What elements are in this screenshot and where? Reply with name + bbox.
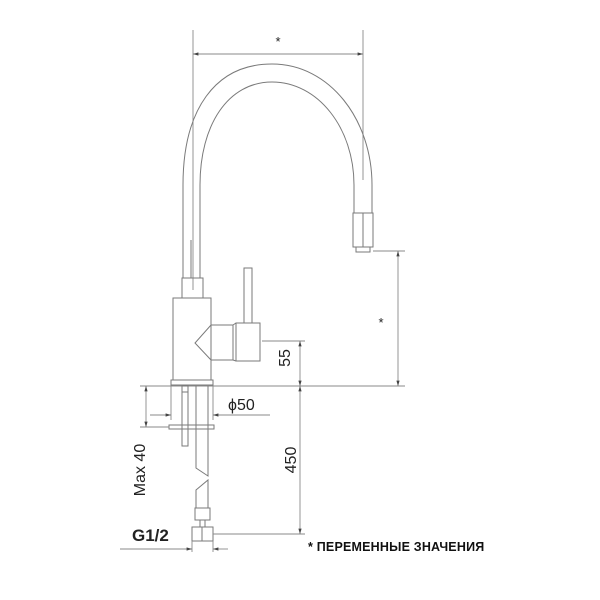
max-thickness-dimension: Max 40: [132, 385, 175, 497]
faucet-spout: [182, 63, 374, 278]
thread-size-dimension: G1/2: [120, 526, 228, 552]
spout-reach-label: *: [275, 34, 280, 49]
hose-length-dimension: 450: [213, 386, 305, 535]
max-thickness-label: Max 40: [132, 444, 149, 497]
base-diameter-dimension: ϕ50: [150, 386, 270, 420]
spout-height-dimension: *: [373, 250, 405, 386]
lever-height-label: 55: [277, 349, 294, 367]
thread-size-label: G1/2: [132, 526, 169, 545]
spout-height-label: *: [378, 315, 383, 330]
variable-values-note: * ПЕРЕМЕННЫЕ ЗНАЧЕНИЯ: [308, 540, 485, 554]
faucet-body: [170, 267, 261, 386]
base-diameter-label: ϕ50: [228, 397, 255, 414]
hose-length-label: 450: [283, 447, 300, 474]
lever-height-dimension: 55: [262, 340, 305, 386]
spout-reach-dimension: *: [192, 30, 364, 290]
mounting-hardware: [168, 385, 215, 542]
